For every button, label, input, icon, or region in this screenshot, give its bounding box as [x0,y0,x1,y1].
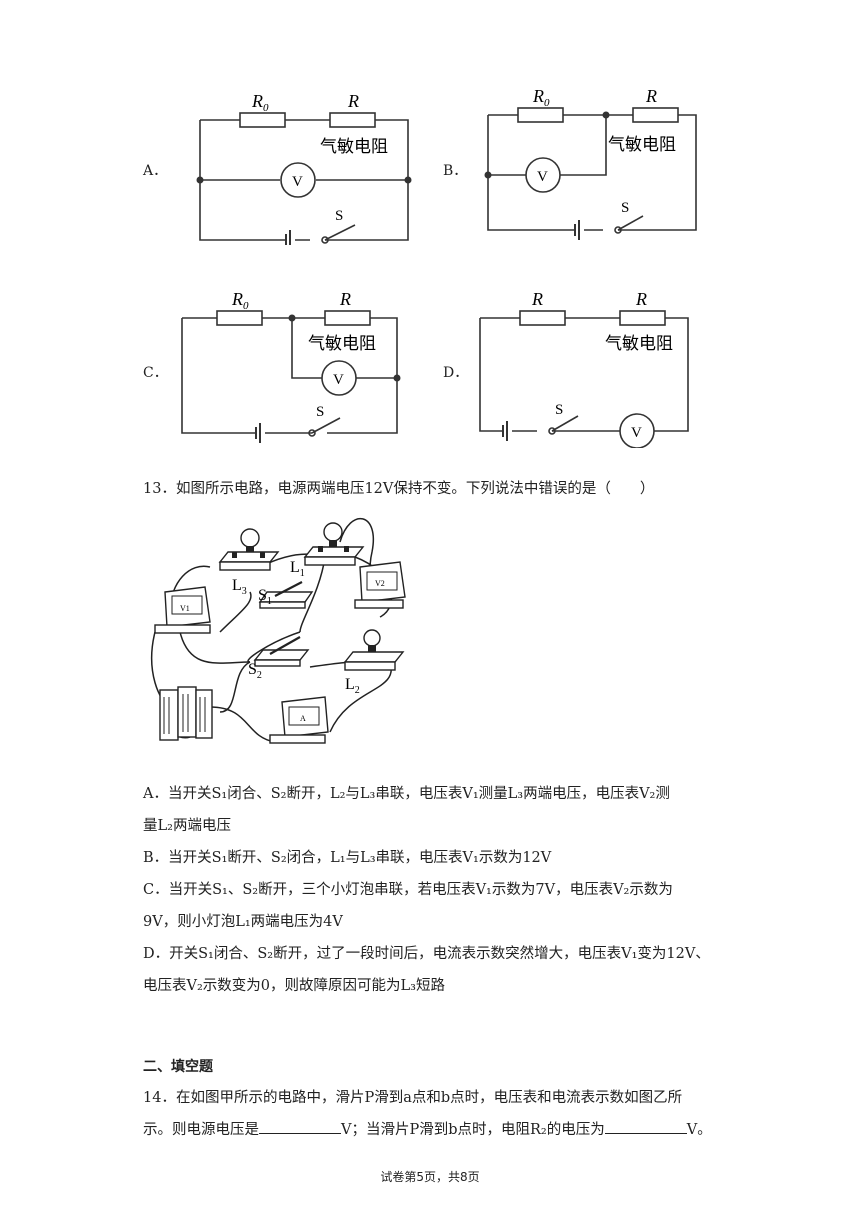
voltmeter-v1 [154,586,211,634]
page-footer: 试卷第5页，共8页 [380,1170,480,1184]
switch-s1 [258,581,314,609]
q13-physical-circuit-figure: L3 L1 S1 S2 L2 V1 V2 A [151,517,406,744]
lamp-l3 [218,528,280,571]
svg-text:气敏电阻: 气敏电阻 [608,135,676,154]
ammeter [269,696,329,744]
q13-choice-a: A．当开关S₁闭合、S₂断开，L₂与L₃串联，电压表V₁测量L₃两端电压，电压表… [143,786,670,834]
option-c-letter: C． [143,365,168,381]
svg-text:V: V [537,169,548,185]
switch-s2 [253,636,310,667]
section-title: 二、填空题 [143,1059,213,1075]
svg-text:A: A [300,714,306,723]
option-d-letter: D． [443,365,469,381]
q13-choice-d: D．开关S₁闭合、S₂断开，过了一段时间后，电流表示数突然增大，电压表V₁变为1… [143,946,710,994]
circuit-diagram-d: R R 气敏电阻 V S [479,289,689,448]
circuit-diagram-c: R0 R 气敏电阻 V S [181,289,401,443]
svg-text:L2: L2 [345,676,360,696]
lamp-l1 [303,522,365,566]
battery-pack [159,686,213,741]
svg-text:气敏电阻: 气敏电阻 [308,334,376,353]
q14-text: 14．在如图甲所示的电路中，滑片P滑到a点和b点时，电压表和电流表示数如图乙所 … [143,1090,712,1138]
svg-text:R: R [645,86,657,106]
svg-text:S: S [555,402,563,418]
voltmeter-v2 [354,561,406,609]
svg-text:R: R [531,289,543,309]
option-a-letter: A． [143,163,168,179]
svg-text:V: V [631,425,642,441]
q13-choice-c: C．当开关S₁、S₂断开，三个小灯泡串联，若电压表V₁示数为7V，电压表V₂示数… [143,882,673,930]
voltmeter-label: V [292,174,303,190]
lamp-l2 [343,629,405,671]
r-label: R [347,91,359,111]
circuit-diagram-b: R0 R 气敏电阻 V S [484,86,697,240]
gas-resistor-label: 气敏电阻 [320,137,388,156]
svg-text:R0: R0 [231,289,249,312]
svg-text:V: V [333,372,344,388]
svg-text:S: S [316,404,324,420]
svg-text:气敏电阻: 气敏电阻 [605,334,673,353]
switch-label: S [335,208,343,224]
q13-stem: 13．如图所示电路，电源两端电压12V保持不变。下列说法中错误的是（ ） [143,481,655,497]
circuit-diagram-a: R0 R 气敏电阻 V S [196,91,412,245]
q14-blank-2[interactable] [604,1119,687,1134]
svg-text:V1: V1 [180,604,190,613]
svg-text:S: S [621,200,629,216]
svg-text:L3: L3 [232,577,247,597]
svg-text:R: R [339,289,351,309]
q13-choice-b: B．当开关S₁断开、S₂闭合，L₁与L₃串联，电压表V₁示数为12V [143,850,552,866]
svg-text:L1: L1 [290,559,305,579]
svg-text:R: R [635,289,647,309]
svg-text:S1: S1 [258,587,272,607]
option-b-letter: B． [443,163,468,179]
svg-text:S2: S2 [248,661,262,681]
svg-text:R0: R0 [532,86,550,109]
r0-label: R0 [251,91,269,114]
svg-text:V2: V2 [375,579,385,588]
q14-blank-1[interactable] [259,1119,341,1134]
